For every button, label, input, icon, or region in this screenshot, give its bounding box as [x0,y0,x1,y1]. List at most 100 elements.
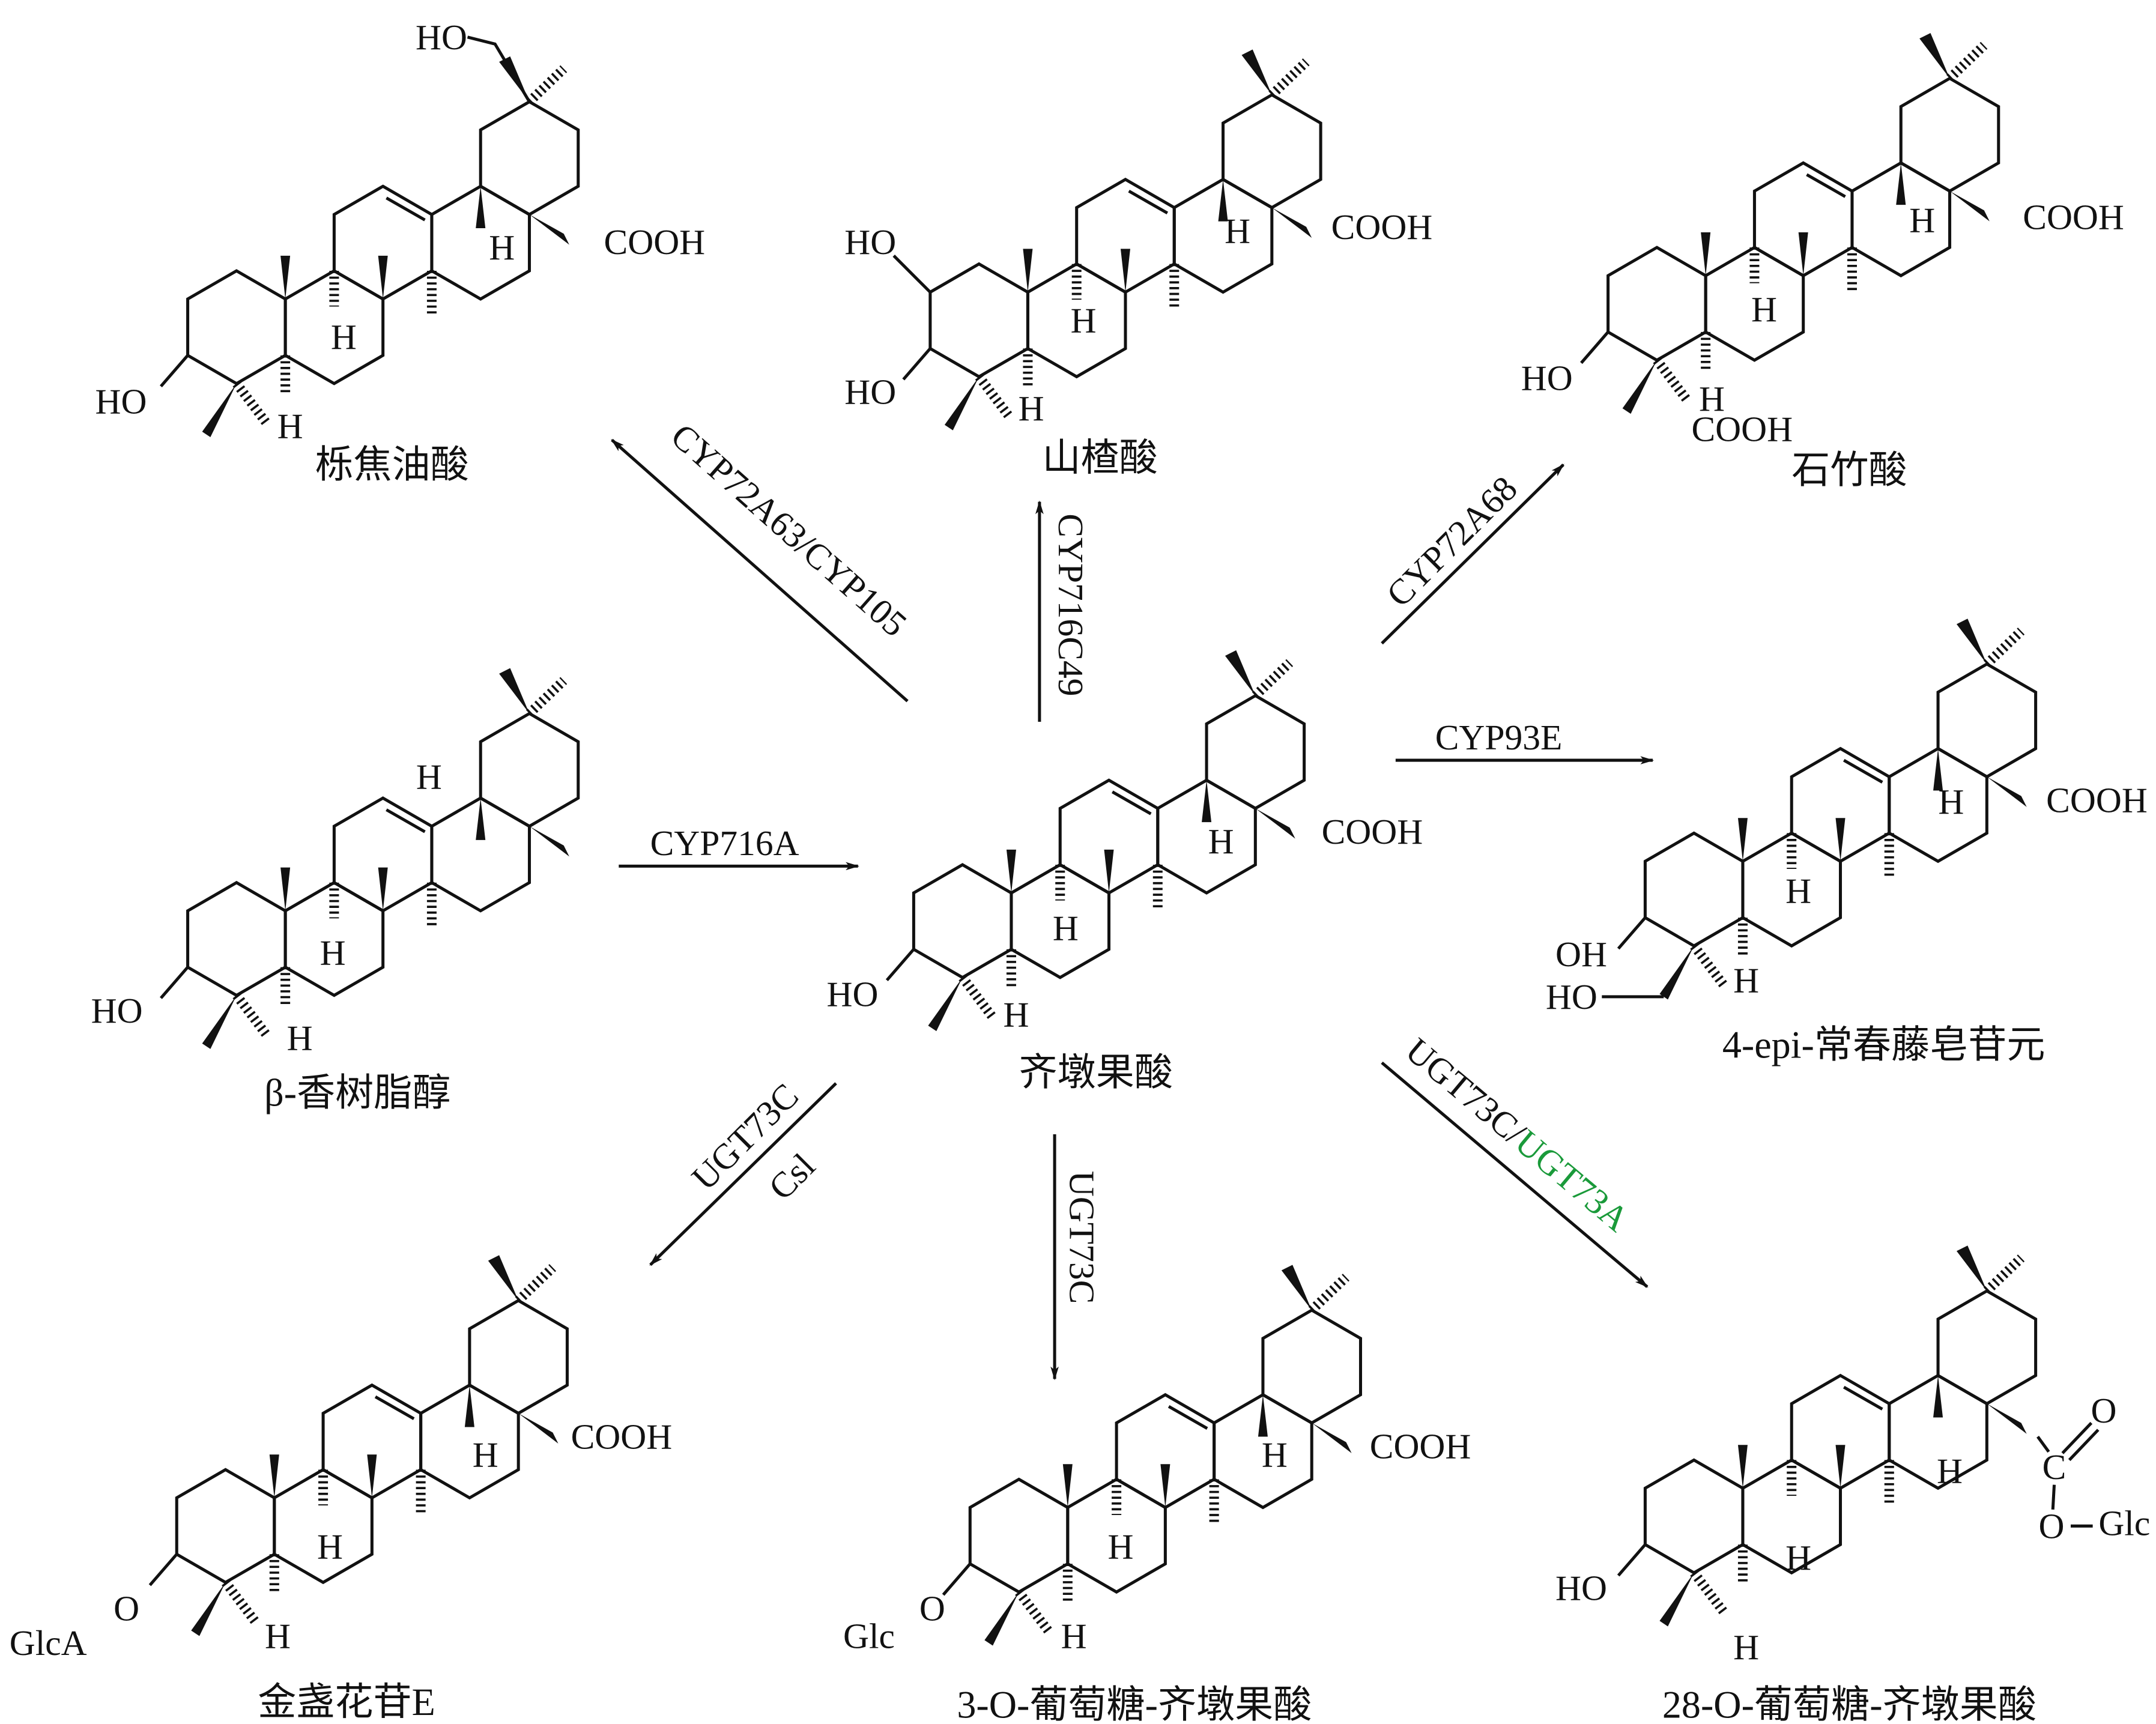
atom-label: H [1733,1627,1759,1667]
atom-label: H [317,1527,343,1567]
atom-label: HO [844,222,896,262]
ester-bond [2036,1436,2050,1453]
atom-label: H [489,228,515,267]
molecule-5: HO H H H COOH 齐墩果酸 [827,650,1423,1093]
compound-name: β-香树脂醇 [264,1072,450,1115]
atom-label: HO [827,974,879,1014]
oleanane-skeleton [943,1265,1361,1645]
atom-label: COOH [1322,812,1423,851]
atom-label: HO [91,991,143,1030]
atom-label: H [416,757,442,797]
carbonyl-bond [2061,1421,2093,1454]
atom-label: H [1938,782,1964,821]
arrow-cyp72a68 [1381,464,1564,645]
oleanane-skeleton [161,668,578,1049]
ester-oxygen-bond [2051,1484,2056,1510]
enzyme-label-csl: Csl [761,1146,823,1208]
arrow-ugt73c-csl [649,1082,837,1266]
molecule-8: HO H H H CO O Glc 28-O-葡萄糖-齐墩果酸 [1555,1245,2150,1724]
atom-label: HO [95,382,147,422]
enzyme-label-cyp716a: CYP716A [650,823,799,863]
atom-label: COOH [2046,780,2148,820]
atom-label: COOH [1691,409,1793,449]
atom-label: O [2038,1506,2064,1546]
oleanane-skeleton [161,56,578,437]
enzyme-label-cyp716c49: CYP716C49 [1051,513,1091,696]
atom-label: H [1107,1527,1133,1567]
atom-label: OH [1555,934,1607,974]
atom-label: H [1071,300,1097,340]
extra-bonds [467,35,2100,1528]
atom-label: H [277,407,303,446]
ch2oh-bond [467,35,531,103]
enzyme-label-ugt73c-ugt73a: UGT73C/UGT73A [1398,1030,1637,1239]
atom-label: H [1909,200,1935,240]
atom-label: H [1262,1435,1288,1474]
atom-label: H [287,1018,313,1058]
atom-label: HO [1521,358,1573,398]
compound-name: 齐墩果酸 [1019,1051,1173,1093]
oleanane-skeleton [887,650,1304,1031]
atom-label: H [1785,1538,1811,1577]
oleanane-skeleton [1619,1245,2036,1626]
atom-label: H [1785,871,1811,911]
arrow-ugt73c-ugt73a [1381,1061,1649,1288]
atom-label: HO [1546,977,1597,1017]
atom-label: H [1061,1616,1087,1656]
arrow-cyp72a63 [611,438,909,703]
atom-label: H [265,1616,291,1656]
atom-label: H [473,1435,498,1474]
enzyme-label-cyp72a63: CYP72A63/CYP105 [664,416,915,644]
carbonyl-bond [2068,1429,2100,1462]
atom-label: H [1225,211,1250,251]
atom-label: H [1751,289,1777,329]
atom-label: Glc [843,1616,895,1656]
atom-label: O [114,1589,139,1629]
oleanane-skeleton [903,49,1321,430]
atom-label: O [919,1589,945,1629]
atom-label: HO [416,17,467,57]
atom-label: H [1003,995,1029,1035]
compound-name: 3-O-葡萄糖-齐墩果酸 [957,1683,1312,1724]
compound-name: 栎焦油酸 [315,443,468,486]
molecule-7: Glc O H H H COOH 3-O-葡萄糖-齐墩果酸 [843,1265,1471,1724]
atom-label: C [2042,1447,2067,1487]
compound-name: 28-O-葡萄糖-齐墩果酸 [1662,1683,2036,1724]
c2-hydroxyl-bond [892,255,931,294]
compound-name: 山楂酸 [1042,437,1157,479]
oleanane-skeleton [1619,619,2036,999]
atom-label: Glc [2098,1504,2150,1543]
enzyme-label-ugt73c-down: UGT73C [1062,1171,1101,1304]
atom-label: HO [1555,1568,1607,1608]
molecule-1: HO HO H H H COOH 山楂酸 [844,49,1432,479]
atom-label: H [1019,389,1044,428]
atom-label: GlcA [10,1623,87,1663]
atom-label: COOH [1370,1427,1471,1466]
compound-name: 4-epi-常春藤皂苷元 [1722,1024,2045,1066]
enzyme-label-cyp93e: CYP93E [1435,718,1563,757]
atom-label: H [1053,908,1079,948]
atom-label: COOH [571,1417,673,1457]
reaction-arrows: CYP72A63/CYP105 CYP716C49 CYP72A68 CYP93… [611,416,1655,1381]
atom-label: H [320,933,346,973]
atom-label: COOH [1331,207,1433,247]
atom-label: COOH [604,222,706,262]
oleanane-skeleton [150,1255,568,1636]
atom-label: H [1699,379,1725,419]
atom-label: COOH [2023,198,2124,237]
atom-label: H [1937,1451,1963,1491]
atom-label: O [2091,1391,2116,1430]
atom-label: HO [844,372,896,411]
oleanane-skeleton [1581,33,1999,414]
enzyme-label-cyp72a68: CYP72A68 [1379,468,1525,614]
compound-name: 石竹酸 [1791,449,1907,491]
molecule-4: HO H H Hβ-香树脂醇 [91,668,578,1115]
atom-label: H [1733,960,1759,1000]
atom-label: H [1208,821,1234,861]
